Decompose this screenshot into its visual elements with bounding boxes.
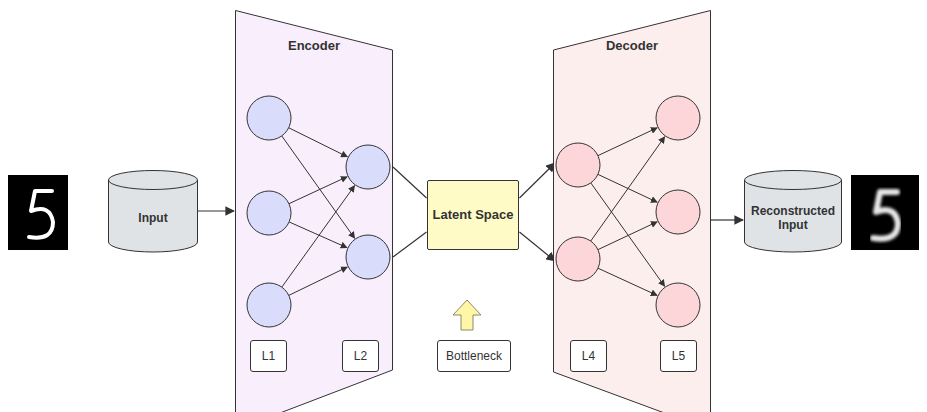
neuron	[656, 190, 700, 234]
neuron	[556, 143, 600, 187]
block-heading: Encoder	[235, 38, 393, 54]
neuron	[346, 235, 390, 279]
block-heading: Decoder	[553, 38, 711, 54]
neuron-link	[598, 128, 657, 156]
neuron-link	[591, 137, 665, 241]
connector	[519, 163, 555, 261]
layer-tag: L5	[660, 340, 697, 372]
latent-box: Latent Space	[427, 180, 520, 250]
neuron-link	[282, 186, 355, 287]
network-block: DecoderL4 L5	[553, 10, 711, 412]
neuron-link	[289, 128, 348, 157]
node-label: L5	[672, 349, 685, 363]
layer-tag: L4	[570, 340, 607, 372]
node-label: L4	[582, 349, 595, 363]
data-cylinder: Input	[108, 170, 198, 252]
node-label: L1	[262, 349, 275, 363]
layer-tag: L1	[250, 340, 287, 372]
neuron	[556, 237, 600, 281]
digit-image-output	[851, 175, 919, 250]
node-label: Reconstructed Input	[744, 204, 842, 233]
neuron	[247, 96, 291, 140]
neuron	[247, 283, 291, 327]
neuron-link	[598, 222, 657, 250]
layer-tag: Bottleneck	[437, 340, 511, 372]
network-block: EncoderL1 L2	[235, 10, 393, 412]
connector	[711, 220, 743, 221]
neuron	[247, 191, 291, 235]
node-label: Input	[138, 211, 167, 225]
neuron-link	[591, 183, 665, 286]
data-cylinder: Reconstructed Input	[744, 170, 842, 252]
node-label: L2	[354, 349, 367, 363]
neuron-link	[598, 268, 657, 295]
digit-image-input	[8, 175, 68, 250]
neuron-link	[289, 267, 348, 295]
node-label: Bottleneck	[446, 349, 502, 363]
neuron	[346, 145, 390, 189]
neuron	[656, 96, 700, 140]
neuron-link	[289, 222, 347, 248]
neuron	[656, 283, 700, 327]
neuron-link	[289, 177, 347, 204]
connector	[198, 211, 234, 212]
connector	[393, 167, 427, 257]
node-label: Latent Space	[433, 207, 514, 223]
neuron-link	[282, 136, 355, 238]
layer-tag: L2	[342, 340, 379, 372]
bottleneck-arrow	[453, 300, 481, 330]
